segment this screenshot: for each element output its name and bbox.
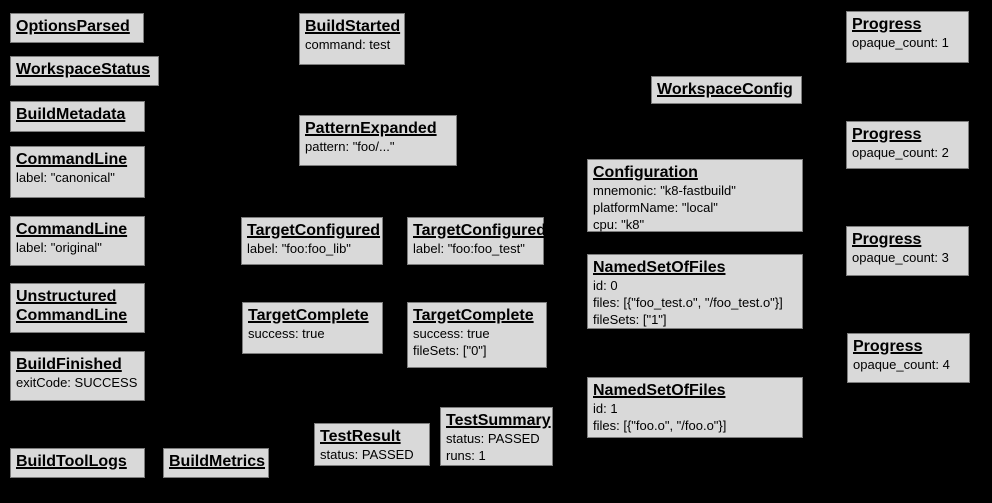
event-detail-line: files: [{"foo.o", "/foo.o"}] — [593, 418, 727, 433]
event-title: Progress — [852, 231, 922, 248]
event-box-progress-3: Progress opaque_count: 3 — [846, 226, 969, 276]
event-box-unstructured-command-line: Unstructured CommandLine — [10, 283, 145, 333]
event-title: PatternExpanded — [305, 120, 437, 137]
event-detail-line: label: "foo:foo_test" — [413, 241, 525, 256]
event-box-command-line-original: CommandLine label: "original" — [10, 216, 145, 266]
event-detail-line: label: "original" — [16, 240, 102, 255]
event-title: TargetConfigured — [413, 222, 547, 239]
event-detail-line: status: PASSED — [446, 431, 540, 446]
event-detail-line: platformName: "local" — [593, 200, 718, 215]
event-title: CommandLine — [16, 221, 128, 238]
event-box-build-metrics: BuildMetrics — [163, 448, 269, 478]
event-detail-line: cpu: "k8" — [593, 217, 645, 232]
event-box-target-configured-foo-lib: TargetConfigured label: "foo:foo_lib" — [241, 217, 383, 265]
event-box-pattern-expanded: PatternExpanded pattern: "foo/..." — [299, 115, 457, 166]
event-detail-line: success: true — [248, 326, 325, 341]
event-box-named-set-of-files-0: NamedSetOfFiles id: 0 files: [{"foo_test… — [587, 254, 803, 329]
event-box-configuration: Configuration mnemonic: "k8-fastbuild" p… — [587, 159, 803, 232]
event-title: Configuration — [593, 164, 698, 181]
event-detail-line: files: [{"foo_test.o", "/foo_test.o"}] — [593, 295, 783, 310]
event-detail-line: mnemonic: "k8-fastbuild" — [593, 183, 736, 198]
event-title: NamedSetOfFiles — [593, 382, 726, 399]
event-box-build-finished: BuildFinished exitCode: SUCCESS — [10, 351, 145, 401]
event-title: TargetComplete — [248, 307, 369, 324]
event-box-workspace-config: WorkspaceConfig — [651, 76, 802, 104]
event-title: WorkspaceStatus — [16, 61, 150, 78]
event-detail-line: label: "canonical" — [16, 170, 115, 185]
event-detail-line: command: test — [305, 37, 391, 52]
event-detail-line: opaque_count: 4 — [853, 357, 950, 372]
event-detail-line: opaque_count: 2 — [852, 145, 949, 160]
event-detail-line: label: "foo:foo_lib" — [247, 241, 351, 256]
event-box-progress-4: Progress opaque_count: 4 — [847, 333, 970, 383]
event-title: Progress — [853, 338, 923, 355]
event-detail-line: opaque_count: 3 — [852, 250, 949, 265]
event-box-test-result: TestResult status: PASSED — [314, 423, 430, 466]
event-title: CommandLine — [16, 151, 128, 168]
event-detail-line: exitCode: SUCCESS — [16, 375, 138, 390]
event-title: OptionsParsed — [16, 18, 130, 35]
event-title: WorkspaceConfig — [657, 81, 793, 98]
event-box-target-complete-foo-test: TargetComplete success: true fileSets: [… — [407, 302, 547, 368]
event-title: TestResult — [320, 428, 401, 445]
event-box-target-complete-foo-lib: TargetComplete success: true — [242, 302, 383, 354]
event-title: NamedSetOfFiles — [593, 259, 726, 276]
event-title: BuildMetadata — [16, 106, 126, 123]
event-title: TargetComplete — [413, 307, 534, 324]
event-box-progress-1: Progress opaque_count: 1 — [846, 11, 969, 63]
event-detail-line: fileSets: ["0"] — [413, 343, 487, 358]
event-box-target-configured-foo-test: TargetConfigured label: "foo:foo_test" — [407, 217, 547, 265]
event-title: Progress — [852, 126, 922, 143]
event-box-workspace-status: WorkspaceStatus — [10, 56, 159, 86]
event-box-test-summary: TestSummary status: PASSED runs: 1 — [440, 407, 553, 466]
event-detail-line: opaque_count: 1 — [852, 35, 949, 50]
event-box-build-started: BuildStarted command: test — [299, 13, 405, 65]
event-box-build-tool-logs: BuildToolLogs — [10, 448, 145, 478]
event-detail-line: status: PASSED — [320, 447, 414, 462]
event-box-progress-2: Progress opaque_count: 2 — [846, 121, 969, 169]
event-title: BuildFinished — [16, 356, 122, 373]
event-title: TestSummary — [446, 412, 551, 429]
event-box-named-set-of-files-1: NamedSetOfFiles id: 1 files: [{"foo.o", … — [587, 377, 803, 438]
event-detail-line: runs: 1 — [446, 448, 486, 463]
event-box-options-parsed: OptionsParsed — [10, 13, 144, 43]
event-title: BuildToolLogs — [16, 453, 127, 470]
event-detail-line: fileSets: ["1"] — [593, 312, 667, 327]
event-detail-line: id: 0 — [593, 278, 618, 293]
event-detail-line: id: 1 — [593, 401, 618, 416]
event-box-command-line-canonical: CommandLine label: "canonical" — [10, 146, 145, 198]
event-title: BuildMetrics — [169, 453, 266, 470]
event-title: Progress — [852, 16, 922, 33]
event-detail-line: success: true — [413, 326, 490, 341]
event-title: TargetConfigured — [247, 222, 381, 239]
event-title: Unstructured CommandLine — [16, 288, 128, 324]
event-box-build-metadata: BuildMetadata — [10, 101, 145, 132]
event-title: BuildStarted — [305, 18, 401, 35]
event-detail-line: pattern: "foo/..." — [305, 139, 395, 154]
